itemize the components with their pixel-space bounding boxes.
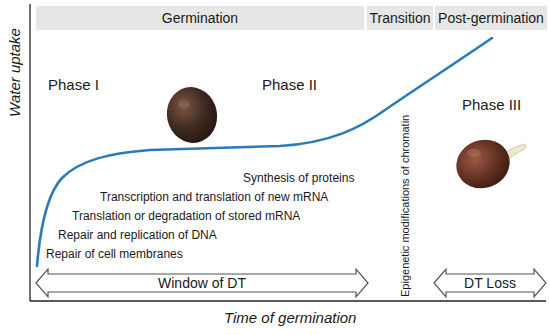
transition-note: Epigenetic modifications of chromatin: [399, 115, 412, 297]
dry-seed: [162, 82, 223, 147]
band-label: Post-germination: [438, 10, 544, 26]
germinated-seed: [449, 132, 526, 196]
phase-band: Transition: [367, 6, 434, 30]
axis-title: Time of germination: [224, 309, 356, 326]
range-label: DT Loss: [464, 275, 516, 291]
range-arrow: Window of DT: [36, 269, 368, 297]
phase-band: Post-germination: [435, 6, 547, 30]
range-arrow: DT Loss: [434, 269, 546, 297]
process-label: Repair and replication of DNA: [58, 229, 217, 243]
process-label: Repair of cell membranes: [46, 248, 183, 262]
y-axis: [29, 4, 30, 301]
phase-label: Phase III: [462, 96, 521, 113]
uptake-curve: [37, 38, 492, 266]
process-label: Transcription and translation of new mRN…: [100, 191, 328, 205]
axis-title: Water uptake: [6, 28, 23, 117]
phase-label: Phase II: [262, 76, 317, 93]
phase-label: Phase I: [48, 76, 99, 93]
process-label: Translation or degradation of stored mRN…: [72, 210, 300, 224]
band-label: Transition: [370, 10, 431, 26]
double-arrow: [36, 269, 368, 297]
phase-band: Germination: [36, 6, 364, 30]
x-axis: [30, 300, 546, 301]
process-label: Synthesis of proteins: [243, 172, 354, 186]
range-label: Window of DT: [158, 275, 246, 291]
band-label: Germination: [162, 10, 238, 26]
double-arrow: [434, 269, 546, 297]
